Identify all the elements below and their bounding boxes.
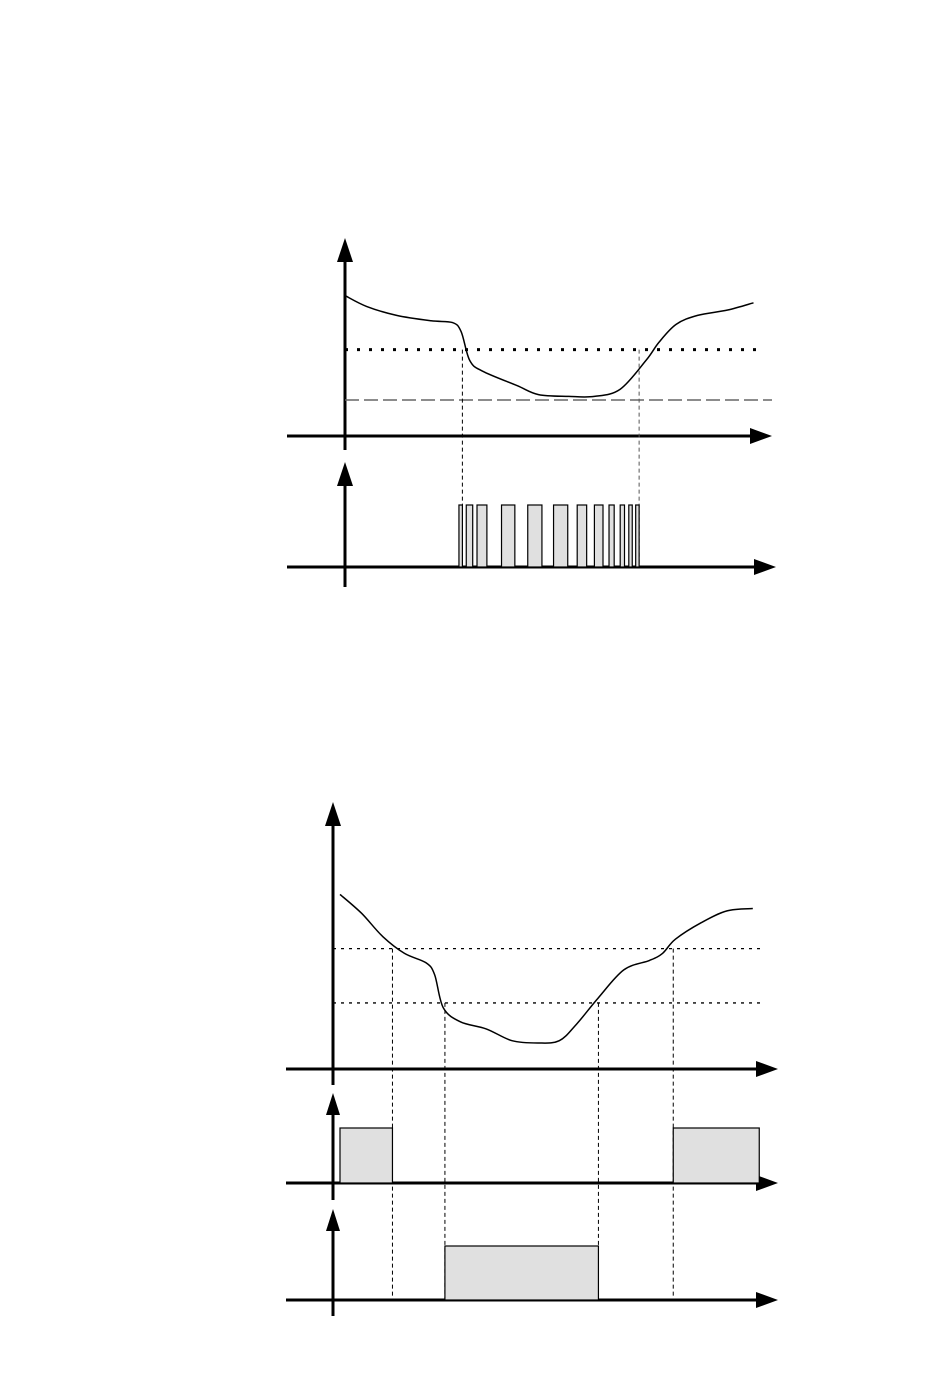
pwm-pulse-7 [577,505,586,567]
onoff-relay-1-y-axis-arrow [326,1093,340,1115]
onoff-time-axis-1-arrow [756,1061,778,1077]
pwm-time-axis-bottom-arrow [754,559,776,575]
pwm-pulse-5 [528,505,542,567]
onoff-relay-2-pulses [445,1246,599,1300]
onoff-measured-curve [340,894,753,1043]
pwm-pulse-1 [459,505,462,567]
on-off-control-diagram [286,802,778,1316]
pwm-pulse-10 [620,505,624,567]
pwm-output-pulses [459,505,639,567]
pwm-output-y-axis-arrow [337,462,353,486]
pwm-pulse-8 [594,505,603,567]
onoff-relay-1-pulse-1 [340,1128,392,1183]
onoff-relay-2-pulse-1 [445,1246,599,1300]
onoff-relay-2-y-axis-arrow [326,1209,340,1231]
pwm-pulse-4 [502,505,515,567]
pwm-measured-curve [345,296,754,397]
pwm-pulse-6 [554,505,568,567]
pwm-pulse-12 [636,505,639,567]
pwm-value-y-axis-arrow [337,238,353,262]
onoff-relay-1-pulses [340,1128,759,1183]
onoff-time-axis-3-arrow [756,1292,778,1308]
pwm-pulse-2 [466,505,472,567]
pwm-pulse-9 [609,505,614,567]
onoff-relay-1-pulse-2 [673,1128,759,1183]
pwm-control-diagram [287,238,776,587]
onoff-value-y-axis-arrow [325,802,341,826]
pwm-pulse-11 [629,505,632,567]
pwm-time-axis-top-arrow [750,428,772,444]
pwm-pulse-3 [477,505,487,567]
